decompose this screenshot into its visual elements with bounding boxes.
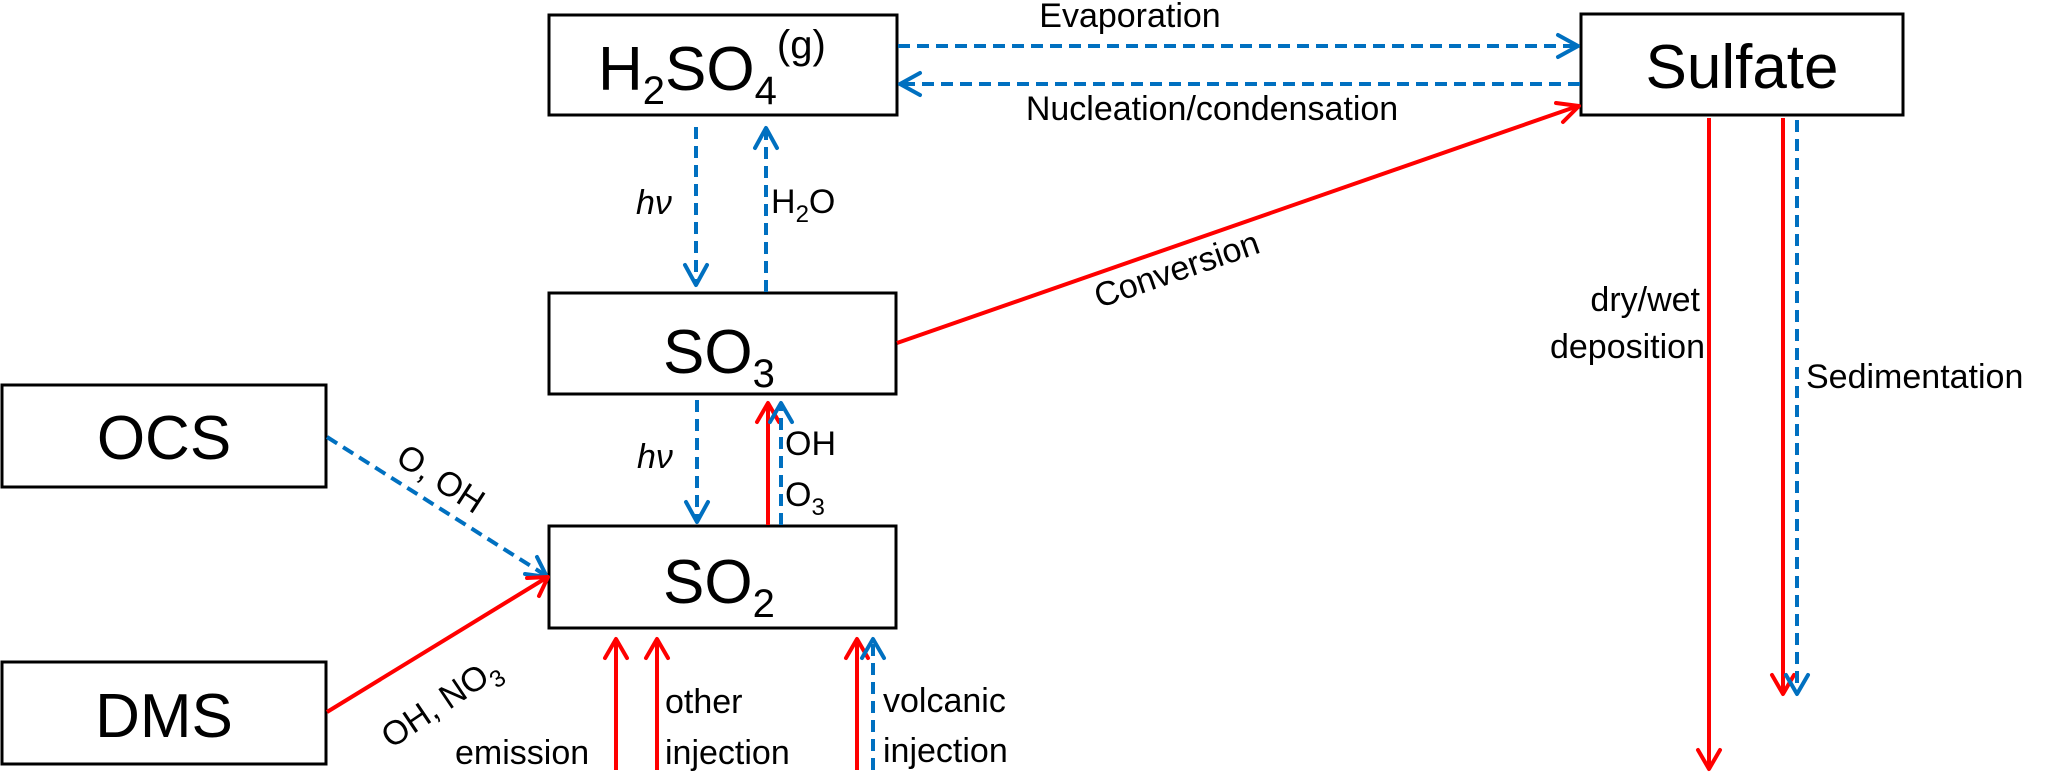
node-so2: SO2 bbox=[547, 524, 898, 630]
arrow-volcanic-injection-dashed bbox=[860, 637, 886, 770]
deposition-label: deposition bbox=[1550, 328, 1705, 366]
o3-label: O3 bbox=[785, 476, 825, 521]
arrow-so3-photolysis bbox=[684, 400, 710, 524]
arrow-evaporation bbox=[898, 33, 1580, 59]
arrow-so2-oxidation-solid bbox=[755, 401, 781, 525]
arrow-conversion bbox=[896, 101, 1581, 345]
arrow-volcanic-injection-solid bbox=[844, 637, 870, 770]
arrow-other-injection bbox=[644, 637, 670, 770]
node-so3: SO3 bbox=[547, 291, 898, 396]
node-sulfate: Sulfate bbox=[1579, 12, 1905, 117]
dms-label: DMS bbox=[95, 682, 233, 751]
arrow-deposition bbox=[1696, 118, 1722, 771]
arrow-sedimentation-solid bbox=[1770, 118, 1796, 696]
arrow-so3-hydration bbox=[753, 126, 779, 292]
other-injection-label: injection bbox=[665, 734, 790, 772]
oh-label: OH bbox=[785, 425, 836, 463]
emission-label: emission bbox=[455, 734, 589, 772]
evaporation-label: Evaporation bbox=[1039, 0, 1220, 35]
hv-label-mid: hν bbox=[637, 438, 673, 476]
sulfate-label: Sulfate bbox=[1645, 33, 1838, 102]
arrow-emission bbox=[603, 637, 629, 770]
ocs-label: OCS bbox=[97, 404, 231, 473]
h2so4-label: H2SO4(g) bbox=[598, 23, 826, 113]
hv-label-top: hν bbox=[636, 184, 672, 222]
conversion-label: Conversion bbox=[1089, 224, 1264, 316]
volcanic-injection-label: injection bbox=[883, 732, 1008, 770]
arrow-nucleation bbox=[898, 71, 1580, 97]
node-h2so4: H2SO4(g) bbox=[547, 13, 899, 117]
nucleation-label: Nucleation/condensation bbox=[1026, 90, 1398, 128]
volcanic-label: volcanic bbox=[883, 682, 1006, 720]
so3-label: SO3 bbox=[663, 318, 775, 396]
other-label: other bbox=[665, 683, 743, 721]
node-ocs: OCS bbox=[0, 383, 328, 489]
arrow-dms-to-so2 bbox=[325, 575, 550, 714]
so2-label: SO2 bbox=[663, 548, 775, 626]
drywet-label: dry/wet bbox=[1590, 281, 1700, 319]
sedimentation-label: Sedimentation bbox=[1806, 358, 2023, 396]
h2o-label: H2O bbox=[771, 183, 835, 228]
node-dms: DMS bbox=[0, 660, 328, 766]
arrow-h2so4-photolysis bbox=[683, 127, 709, 287]
arrow-so2-oxidation-dashed bbox=[768, 401, 794, 525]
arrow-sedimentation-dashed bbox=[1784, 120, 1810, 696]
